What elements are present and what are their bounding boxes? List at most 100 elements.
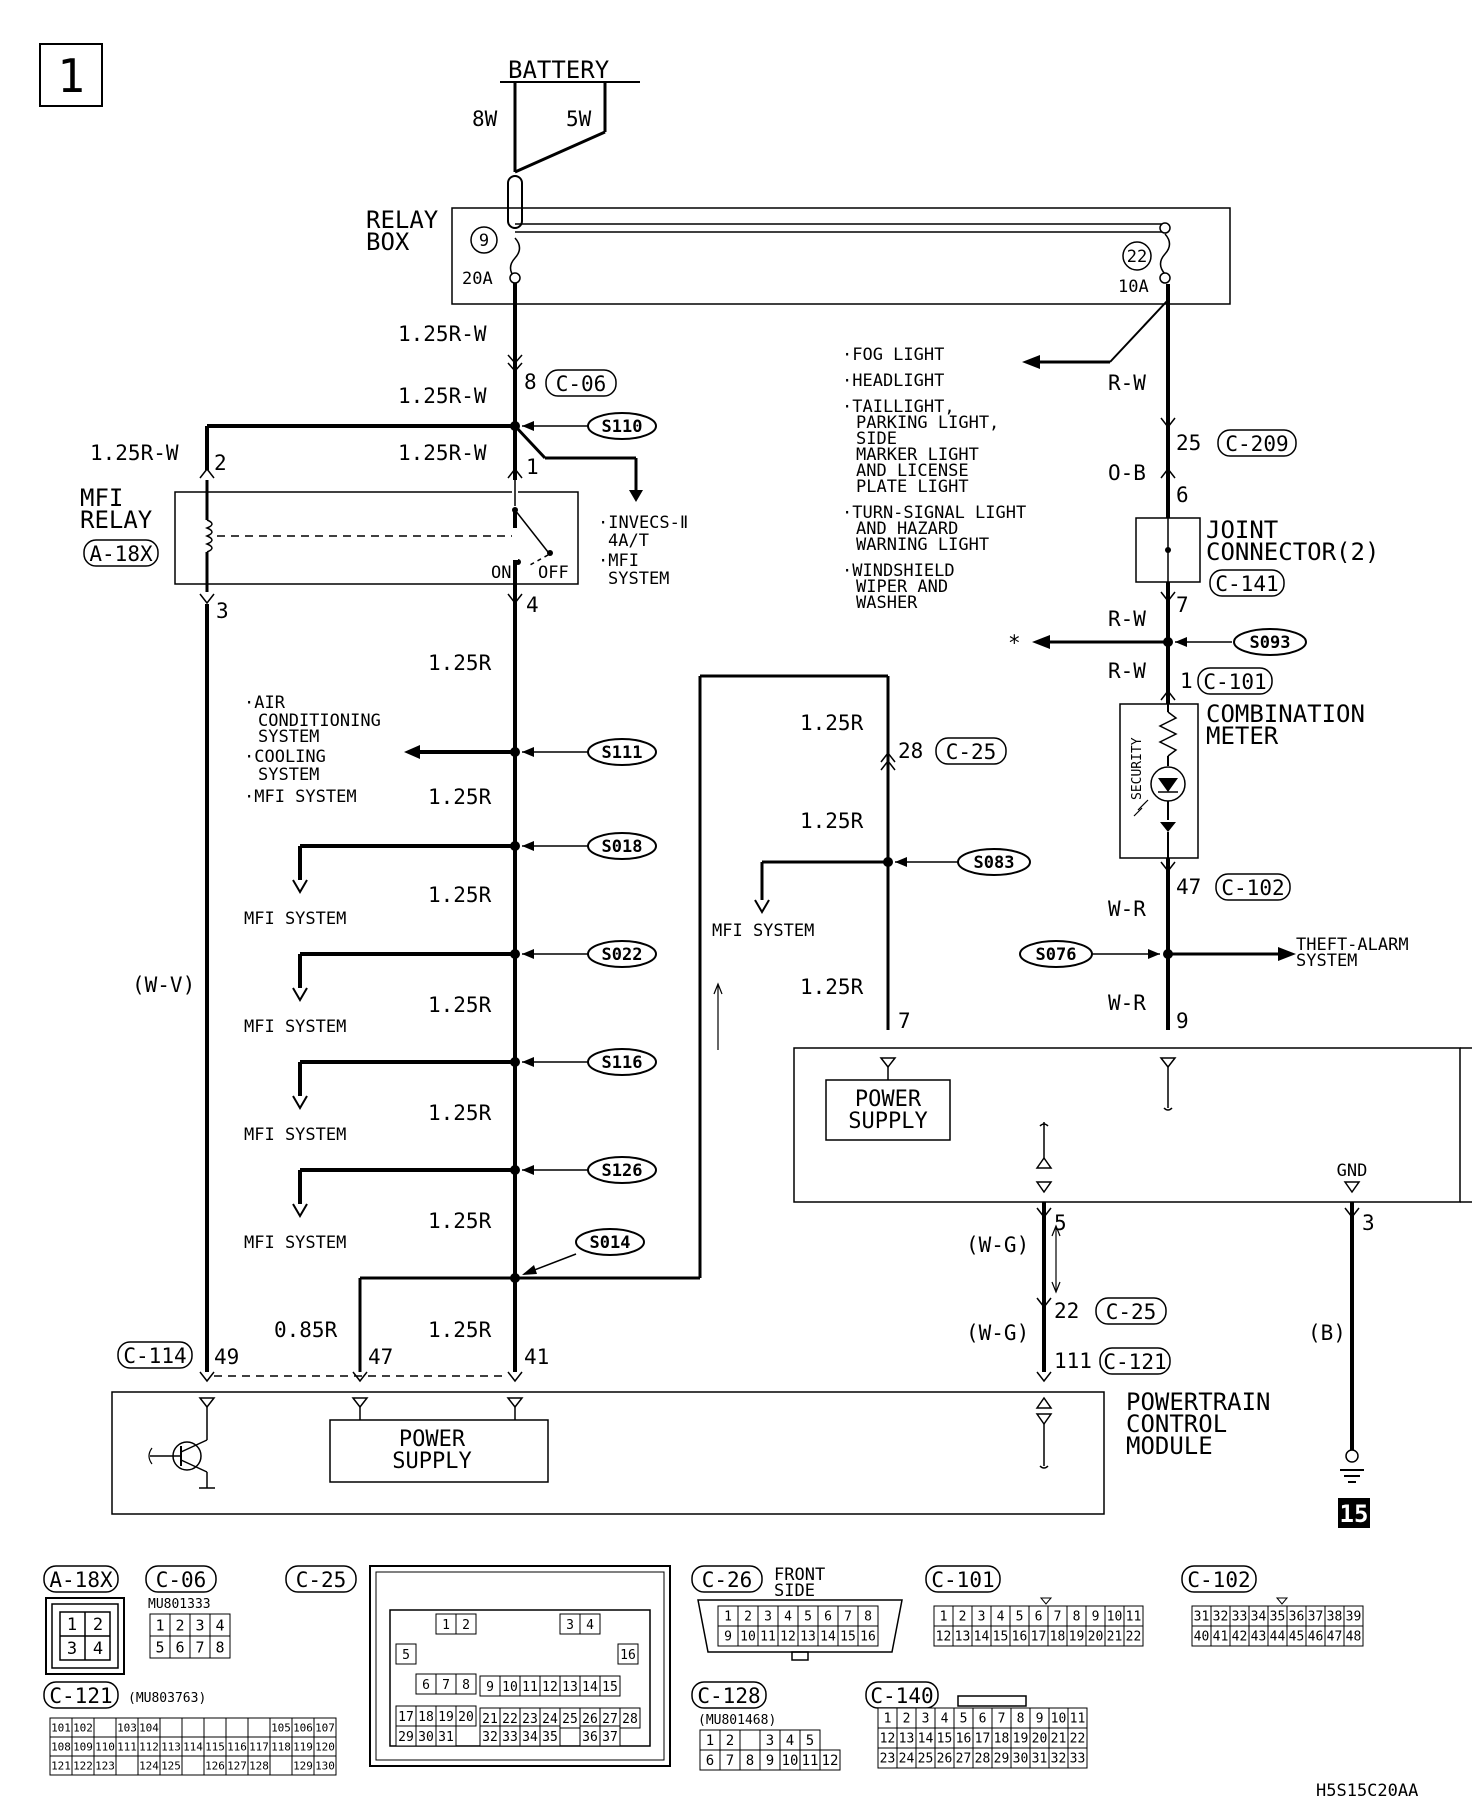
- connector-c102: C-102: [1221, 876, 1284, 900]
- cv-c128-pin-label: 1: [706, 1733, 714, 1749]
- cv-c121-pin-label: 103: [117, 1721, 137, 1734]
- cv-c121-pin-label: 114: [183, 1740, 203, 1753]
- cv-c102-pin-label: 43: [1251, 1630, 1267, 1645]
- pcm-label-3: MODULE: [1126, 1432, 1213, 1460]
- relay-off-label: OFF: [538, 563, 569, 583]
- cv-c101-pin-label: 14: [974, 1630, 990, 1645]
- cv-c121-pin-label: 129: [293, 1759, 313, 1772]
- cv-c25-pin-label: 32: [482, 1730, 498, 1745]
- wire-125r-10: 1.25R: [800, 975, 864, 999]
- splice-s111: S111: [602, 743, 643, 763]
- theft-alarm-label-2: SYSTEM: [1296, 951, 1357, 971]
- cv-a18x-cell-3: 3: [67, 1639, 77, 1659]
- cv-c25-label: C-25: [296, 1568, 347, 1592]
- cv-c06-pin-label: 6: [175, 1638, 184, 1656]
- wire-125rw-2: 1.25R-W: [398, 384, 487, 408]
- cv-c140-pin-label: 24: [899, 1752, 915, 1767]
- mfi-relay-box: [174, 491, 579, 585]
- wire-wv: (W-V): [132, 973, 195, 997]
- splice-s018: S018: [602, 837, 643, 857]
- cv-c101-pin-label: 18: [1050, 1630, 1066, 1645]
- cv-c140-pin-label: 15: [937, 1732, 953, 1747]
- cv-c121-pin-label: 118: [271, 1740, 291, 1753]
- cv-c26-pin-label: 3: [764, 1610, 772, 1625]
- cv-c26-side-2: SIDE: [774, 1581, 815, 1601]
- cv-c140-pin-label: 20: [1032, 1732, 1048, 1747]
- cv-c128-pin-label: 9: [766, 1753, 774, 1769]
- cv-c121-pin-label: 101: [51, 1721, 71, 1734]
- wire-125r-4: 1.25R: [428, 993, 492, 1017]
- pcm-power-supply-box: [329, 1419, 549, 1483]
- cv-c25-pin-cell: [617, 1643, 639, 1665]
- cv-c121-pin-label: 128: [249, 1759, 269, 1772]
- cv-c25-pin-label: 24: [542, 1712, 558, 1727]
- cv-c06-pin-cell: [209, 1635, 231, 1659]
- connector-c101: C-101: [1203, 670, 1266, 694]
- cv-c101-label: C-101: [931, 1568, 994, 1592]
- wire-rw-3: R-W: [1108, 659, 1146, 683]
- combination-meter-label-1: COMBINATION: [1206, 700, 1365, 728]
- fuse-9-rating: 20A: [462, 269, 493, 289]
- cv-c25-pin-label: 29: [398, 1730, 414, 1745]
- cv-c25-pin-label: 8: [462, 1678, 470, 1693]
- cv-c102-label: C-102: [1187, 1568, 1250, 1592]
- joint-connector-label-2: CONNECTOR(2): [1206, 538, 1379, 566]
- cv-c140-pin-label: 23: [880, 1752, 896, 1767]
- cv-c140-pin-label: 9: [1036, 1712, 1044, 1727]
- cv-c140-pin-label: 18: [994, 1732, 1010, 1747]
- ac-line-2: CONDITIONING: [258, 711, 381, 731]
- cv-c06-part: MU801333: [148, 1597, 211, 1612]
- wire-rw-2: R-W: [1108, 607, 1146, 631]
- wire-wg-1: (W-G): [966, 1233, 1029, 1257]
- cv-c140-pin-label: 7: [998, 1712, 1006, 1727]
- cv-c25-pin-label: 12: [542, 1680, 558, 1695]
- cv-c121-pin-label: 122: [73, 1759, 93, 1772]
- cv-c121-pin-label: 105: [271, 1721, 291, 1734]
- cv-c101-pin-label: 4: [997, 1610, 1005, 1625]
- cv-c25-pin-cell: [599, 1675, 621, 1697]
- cv-c25-pin-label: 30: [418, 1730, 434, 1745]
- cv-c140-pin-label: 6: [979, 1712, 987, 1727]
- cv-c128-pin-label: 4: [786, 1733, 794, 1749]
- battery-wire-5w: 5W: [566, 107, 592, 131]
- cv-c25-pin-label: 15: [602, 1680, 618, 1695]
- cv-c25-pin-cell: [395, 1643, 417, 1665]
- cv-c121-pin-cell: [181, 1717, 205, 1738]
- cv-c121-pin-label: 110: [95, 1740, 115, 1753]
- cv-c101-pin-label: 17: [1031, 1630, 1047, 1645]
- cv-c140-pin-label: 17: [975, 1732, 991, 1747]
- cv-c121-pin-label: 107: [315, 1721, 335, 1734]
- cv-c25-pin-label: 16: [620, 1648, 636, 1663]
- cv-c25-pin-label: 19: [438, 1710, 454, 1725]
- cv-c25-pin-label: 21: [482, 1712, 498, 1727]
- cv-c128-pin-label: 6: [706, 1753, 714, 1769]
- pin-1: 1: [526, 455, 539, 479]
- cv-c121-pin-label: 117: [249, 1740, 269, 1753]
- pin-1b: 1: [1180, 669, 1193, 693]
- cv-c26-pin-label: 10: [740, 1630, 756, 1645]
- right-power-supply-box: [825, 1079, 951, 1141]
- splice-s116: S116: [602, 1053, 643, 1073]
- cv-c140-pin-label: 29: [994, 1752, 1010, 1767]
- cv-c101-pin-label: 1: [940, 1610, 948, 1625]
- cv-c25-pin-label: 37: [602, 1730, 618, 1745]
- cv-c25-pin-label: 1: [442, 1618, 450, 1633]
- pin-4: 4: [526, 593, 539, 617]
- wire-wr-2: W-R: [1108, 991, 1146, 1015]
- wire-125rw-4: 1.25R-W: [398, 441, 487, 465]
- ac-line-1: ·AIR: [244, 693, 286, 713]
- cv-c26-pin-cell: [857, 1625, 879, 1647]
- cv-c101-pin-label: 6: [1035, 1610, 1043, 1625]
- cv-c121-pin-label: 106: [293, 1721, 313, 1734]
- cv-c121-pin-label: 127: [227, 1759, 247, 1772]
- cv-c128-pin-label: 12: [822, 1753, 839, 1769]
- cv-c102-pin-label: 40: [1194, 1630, 1210, 1645]
- fog-line-14: WASHER: [856, 593, 918, 613]
- pin-3: 3: [216, 599, 229, 623]
- cv-c121-pin-cell: [93, 1717, 117, 1738]
- cv-c101-pin-label: 10: [1107, 1610, 1123, 1625]
